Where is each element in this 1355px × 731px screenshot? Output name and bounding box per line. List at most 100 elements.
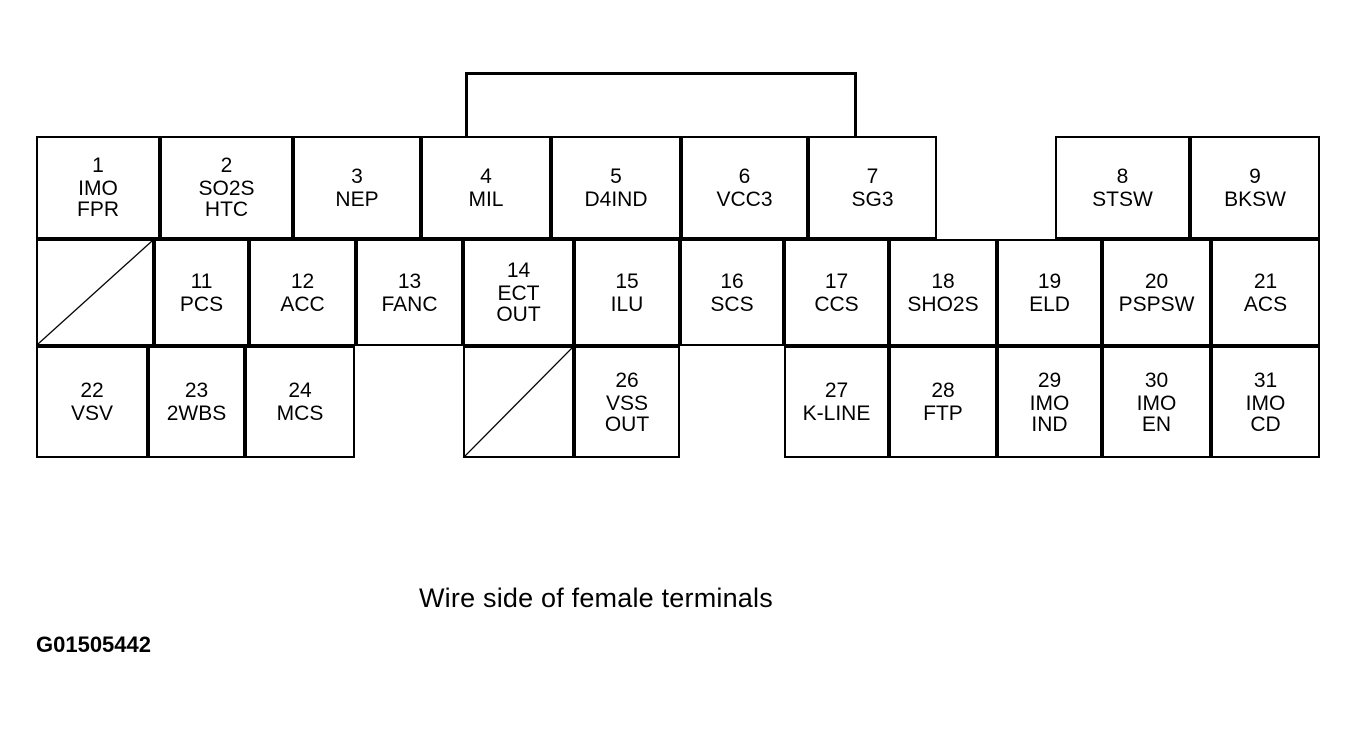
pin-signal-label: ACC bbox=[280, 294, 324, 315]
pin-signal-label-line: CCS bbox=[814, 292, 859, 316]
pin-signal-label-line: BKSW bbox=[1224, 187, 1286, 211]
pin-number: 31 bbox=[1253, 368, 1278, 392]
pin-signal-label-line: SHO2S bbox=[907, 292, 979, 316]
figure-id-code: G01505442 bbox=[36, 632, 151, 657]
pin-signal-label: ELD bbox=[1029, 294, 1070, 315]
pin-number: 23 bbox=[184, 379, 209, 402]
pin-signal-label: MCS bbox=[277, 403, 324, 424]
pin-signal-label: NEP bbox=[335, 189, 378, 210]
blank-cell-slash-icon bbox=[38, 241, 152, 344]
pin-number: 20 bbox=[1144, 269, 1169, 293]
pin-number: 26 bbox=[615, 368, 639, 392]
pin-number: 4 bbox=[480, 164, 492, 188]
blank-cell-slash-icon bbox=[465, 348, 572, 456]
pin-number: 24 bbox=[288, 379, 312, 402]
pin-signal-label-line: FPR bbox=[77, 198, 119, 221]
pin-signal-label-line: NEP bbox=[335, 187, 379, 211]
pin-signal-label: D4IND bbox=[584, 189, 647, 210]
pin-signal-label-line: PSPSW bbox=[1118, 292, 1195, 316]
pin-signal-label: FTP bbox=[923, 403, 963, 424]
pin-signal-label-line: STSW bbox=[1092, 187, 1153, 211]
pin-number: 9 bbox=[1249, 164, 1261, 188]
pin-signal-label-line: IMO bbox=[1136, 391, 1177, 415]
pin-number: 15 bbox=[615, 269, 639, 293]
pin-signal-label: MIL bbox=[468, 189, 503, 210]
pin-signal-label-line: IND bbox=[1031, 412, 1068, 436]
pin-signal-label-line: IMO bbox=[78, 177, 118, 200]
pin-signal-label-line: ACS bbox=[1243, 292, 1288, 316]
pin-number: 19 bbox=[1037, 269, 1062, 293]
pin-signal-label-line: SCS bbox=[710, 292, 754, 316]
pin-number: 17 bbox=[824, 269, 849, 293]
pin-signal-label-line: IMO bbox=[1029, 391, 1070, 415]
pin-number: 30 bbox=[1144, 368, 1169, 392]
connector-pin-cell-blank[interactable] bbox=[463, 346, 574, 458]
pin-number: 3 bbox=[351, 164, 363, 188]
pin-number: 6 bbox=[738, 164, 751, 188]
pin-signal-label-line: SO2S bbox=[198, 177, 255, 200]
pin-number: 2 bbox=[220, 154, 233, 177]
pin-number: 13 bbox=[397, 269, 422, 293]
pin-signal-label-line: VCC3 bbox=[716, 187, 773, 211]
pin-number: 11 bbox=[190, 269, 213, 293]
pin-signal-label-line: 2WBS bbox=[166, 402, 227, 425]
pin-number: 5 bbox=[610, 164, 622, 188]
pin-number: 21 bbox=[1253, 269, 1278, 293]
pin-signal-label: PCS bbox=[180, 294, 223, 315]
pin-signal-label: ACS bbox=[1244, 294, 1287, 315]
pin-signal-label-line: OUT bbox=[604, 412, 650, 436]
pin-signal-label: SHO2S bbox=[907, 294, 978, 315]
pin-signal-label-line: MIL bbox=[468, 187, 504, 211]
pin-number: 18 bbox=[931, 269, 955, 293]
pin-signal-label: FANC bbox=[381, 294, 437, 315]
pin-signal-label-line: VSS bbox=[605, 391, 648, 415]
pin-signal-label-line: K-LINE bbox=[802, 402, 871, 425]
pin-number: 1 bbox=[92, 154, 104, 177]
pin-signal-label: BKSW bbox=[1224, 189, 1286, 210]
pin-number: 22 bbox=[80, 379, 104, 402]
connector-pin-cell-blank[interactable] bbox=[36, 239, 154, 346]
pin-number: 29 bbox=[1037, 368, 1062, 392]
connector-latch-tab bbox=[465, 72, 857, 138]
pin-number: 28 bbox=[931, 379, 955, 402]
pin-signal-label-line: ELD bbox=[1029, 292, 1070, 316]
pin-signal-label-line: ECT bbox=[497, 282, 540, 305]
pin-signal-label-line: IMO bbox=[1245, 391, 1286, 415]
